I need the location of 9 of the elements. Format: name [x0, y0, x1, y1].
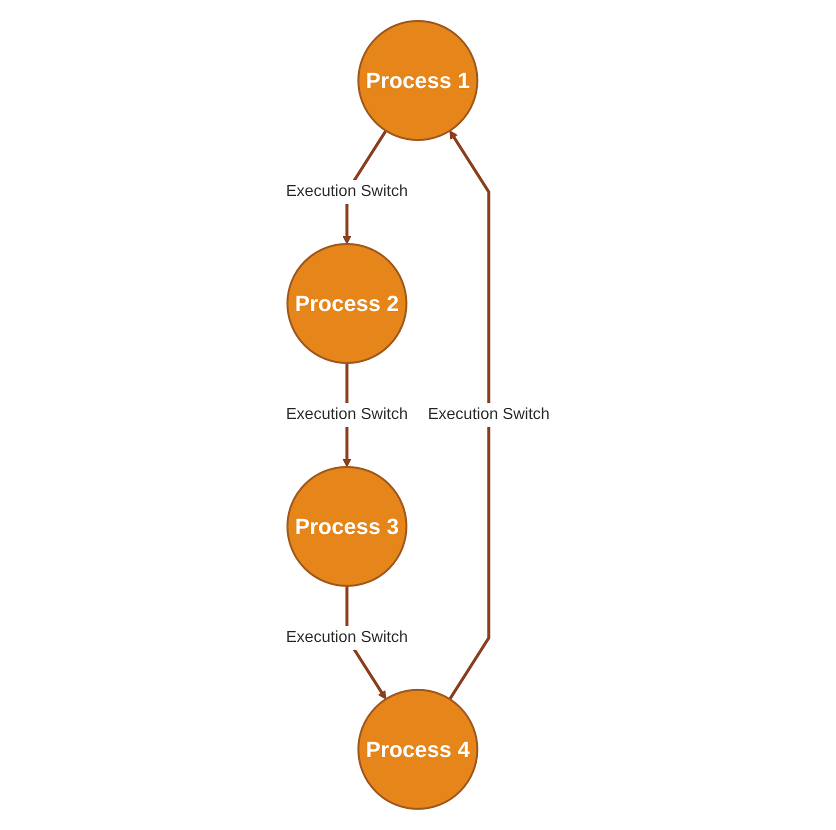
- node-circle: Process 2: [286, 243, 408, 364]
- node-circle: Process 1: [358, 20, 478, 142]
- edge-label: Execution Switch: [286, 183, 408, 200]
- node-circle: Process 3: [286, 466, 408, 587]
- edge-label: Execution Switch: [428, 406, 550, 423]
- edge-label: Execution Switch: [286, 628, 408, 646]
- node-circle: Process 4: [358, 688, 478, 810]
- arrow: [448, 130, 490, 700]
- edge-label: Execution Switch: [286, 406, 408, 423]
